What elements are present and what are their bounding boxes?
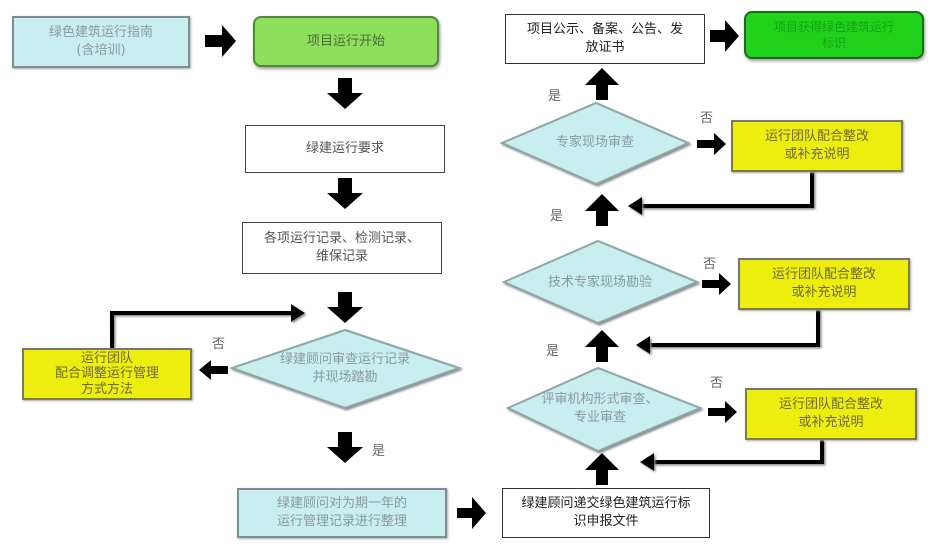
- node-records: 各项运行记录、检测记录、 维保记录: [242, 222, 442, 274]
- node-records-text: 各项运行记录、检测记录、 维保记录: [263, 231, 420, 264]
- label-yes-tech: 是: [550, 209, 564, 224]
- label-no-formal: 否: [710, 376, 724, 391]
- decision-expert-review-label: 专家现场审查: [555, 135, 634, 151]
- node-requirements-text: 绿建运行要求: [305, 141, 384, 157]
- loop-fix3-return: [652, 440, 824, 464]
- node-fix-1: 运行团队配合整改 或补充说明: [731, 120, 903, 172]
- arrow-publicity-to-label: [710, 20, 739, 52]
- arrow-formal-no: [708, 401, 737, 423]
- node-requirements: 绿建运行要求: [245, 125, 445, 173]
- arrow-expert-no: [697, 133, 726, 155]
- decision-formal-review-label: 评审机构形式审查、 专业审查: [541, 392, 659, 425]
- node-organize-records-text: 绿建顾问对为期一年的 运行管理记录进行整理: [276, 496, 407, 529]
- node-team-adjust: 运行团队 配合调整运行管理 方式方法: [22, 348, 192, 400]
- label-no-expert: 否: [700, 111, 714, 126]
- node-fix-3: 运行团队配合整改 或补充说明: [745, 388, 917, 440]
- decision-expert-review: [499, 101, 691, 186]
- node-obtain-label: 项目获得绿色建筑运行 标识: [744, 11, 924, 59]
- arrow-start-to-requirements: [327, 78, 363, 109]
- decision-consultant-review-text: 绿建顾问审查运行记录 并现场踏勘: [250, 350, 440, 388]
- arrow-tech-no: [702, 273, 731, 295]
- label-yes-formal: 是: [546, 344, 560, 359]
- node-team-adjust-text: 运行团队 配合调整运行管理 方式方法: [54, 350, 159, 397]
- arrow-records-to-review: [327, 292, 363, 323]
- arrow-review-yes-down: [327, 432, 363, 463]
- node-guide: 绿色建筑运行指南 (含培训): [12, 16, 190, 68]
- node-fix-2: 运行团队配合整改 或补充说明: [738, 258, 910, 310]
- node-organize-records: 绿建顾问对为期一年的 运行管理记录进行整理: [237, 488, 447, 538]
- node-guide-text: 绿色建筑运行指南 (含培训): [48, 25, 153, 58]
- decision-tech-inspection: [501, 239, 700, 325]
- arrow-formal-to-tech: [585, 330, 619, 362]
- decision-consultant-review-label: 绿建顾问审查运行记录 并现场踏勘: [279, 352, 410, 385]
- arrow-expert-to-publicity: [585, 68, 619, 100]
- arrow-review-no: [199, 360, 228, 380]
- node-fix-1-text: 运行团队配合整改 或补充说明: [764, 129, 869, 162]
- node-obtain-label-text: 项目获得绿色建筑运行 标识: [773, 19, 894, 50]
- decision-expert-review-text: 专家现场审查: [515, 130, 675, 156]
- arrow-guide-to-start: [205, 25, 236, 57]
- label-yes-review: 是: [372, 444, 386, 459]
- label-no-tech: 否: [703, 257, 717, 272]
- loop-fix2-return: [648, 306, 820, 347]
- arrow-submit-to-formal: [585, 453, 619, 485]
- arrow-organize-to-submit: [457, 497, 486, 529]
- decision-formal-review-text: 评审机构形式审查、 专业审查: [520, 390, 680, 428]
- arrow-tech-to-expert: [585, 194, 619, 226]
- decision-formal-review: [505, 366, 703, 453]
- loop-fix1-return: [640, 170, 814, 208]
- node-submit: 绿建顾问递交绿色建筑运行标 识申报文件: [502, 488, 710, 538]
- node-publicity: 项目公示、备案、公告、发 放证书: [505, 14, 705, 64]
- decision-consultant-review: [228, 328, 463, 410]
- decision-tech-inspection-label: 技术专家现场勘验: [547, 275, 652, 291]
- node-submit-text: 绿建顾问递交绿色建筑运行标 识申报文件: [521, 496, 691, 529]
- label-no-review: 否: [212, 337, 226, 352]
- node-publicity-text: 项目公示、备案、公告、发 放证书: [526, 22, 683, 55]
- loop-team-return: [110, 311, 295, 350]
- node-start: 项目运行开始: [253, 16, 439, 67]
- arrow-requirements-to-records: [327, 178, 363, 209]
- node-start-text: 项目运行开始: [306, 33, 385, 49]
- label-yes-expert: 是: [548, 89, 562, 104]
- node-fix-3-text: 运行团队配合整改 或补充说明: [778, 397, 883, 430]
- node-fix-2-text: 运行团队配合整改 或补充说明: [771, 267, 876, 300]
- decision-tech-inspection-text: 技术专家现场勘验: [515, 270, 685, 296]
